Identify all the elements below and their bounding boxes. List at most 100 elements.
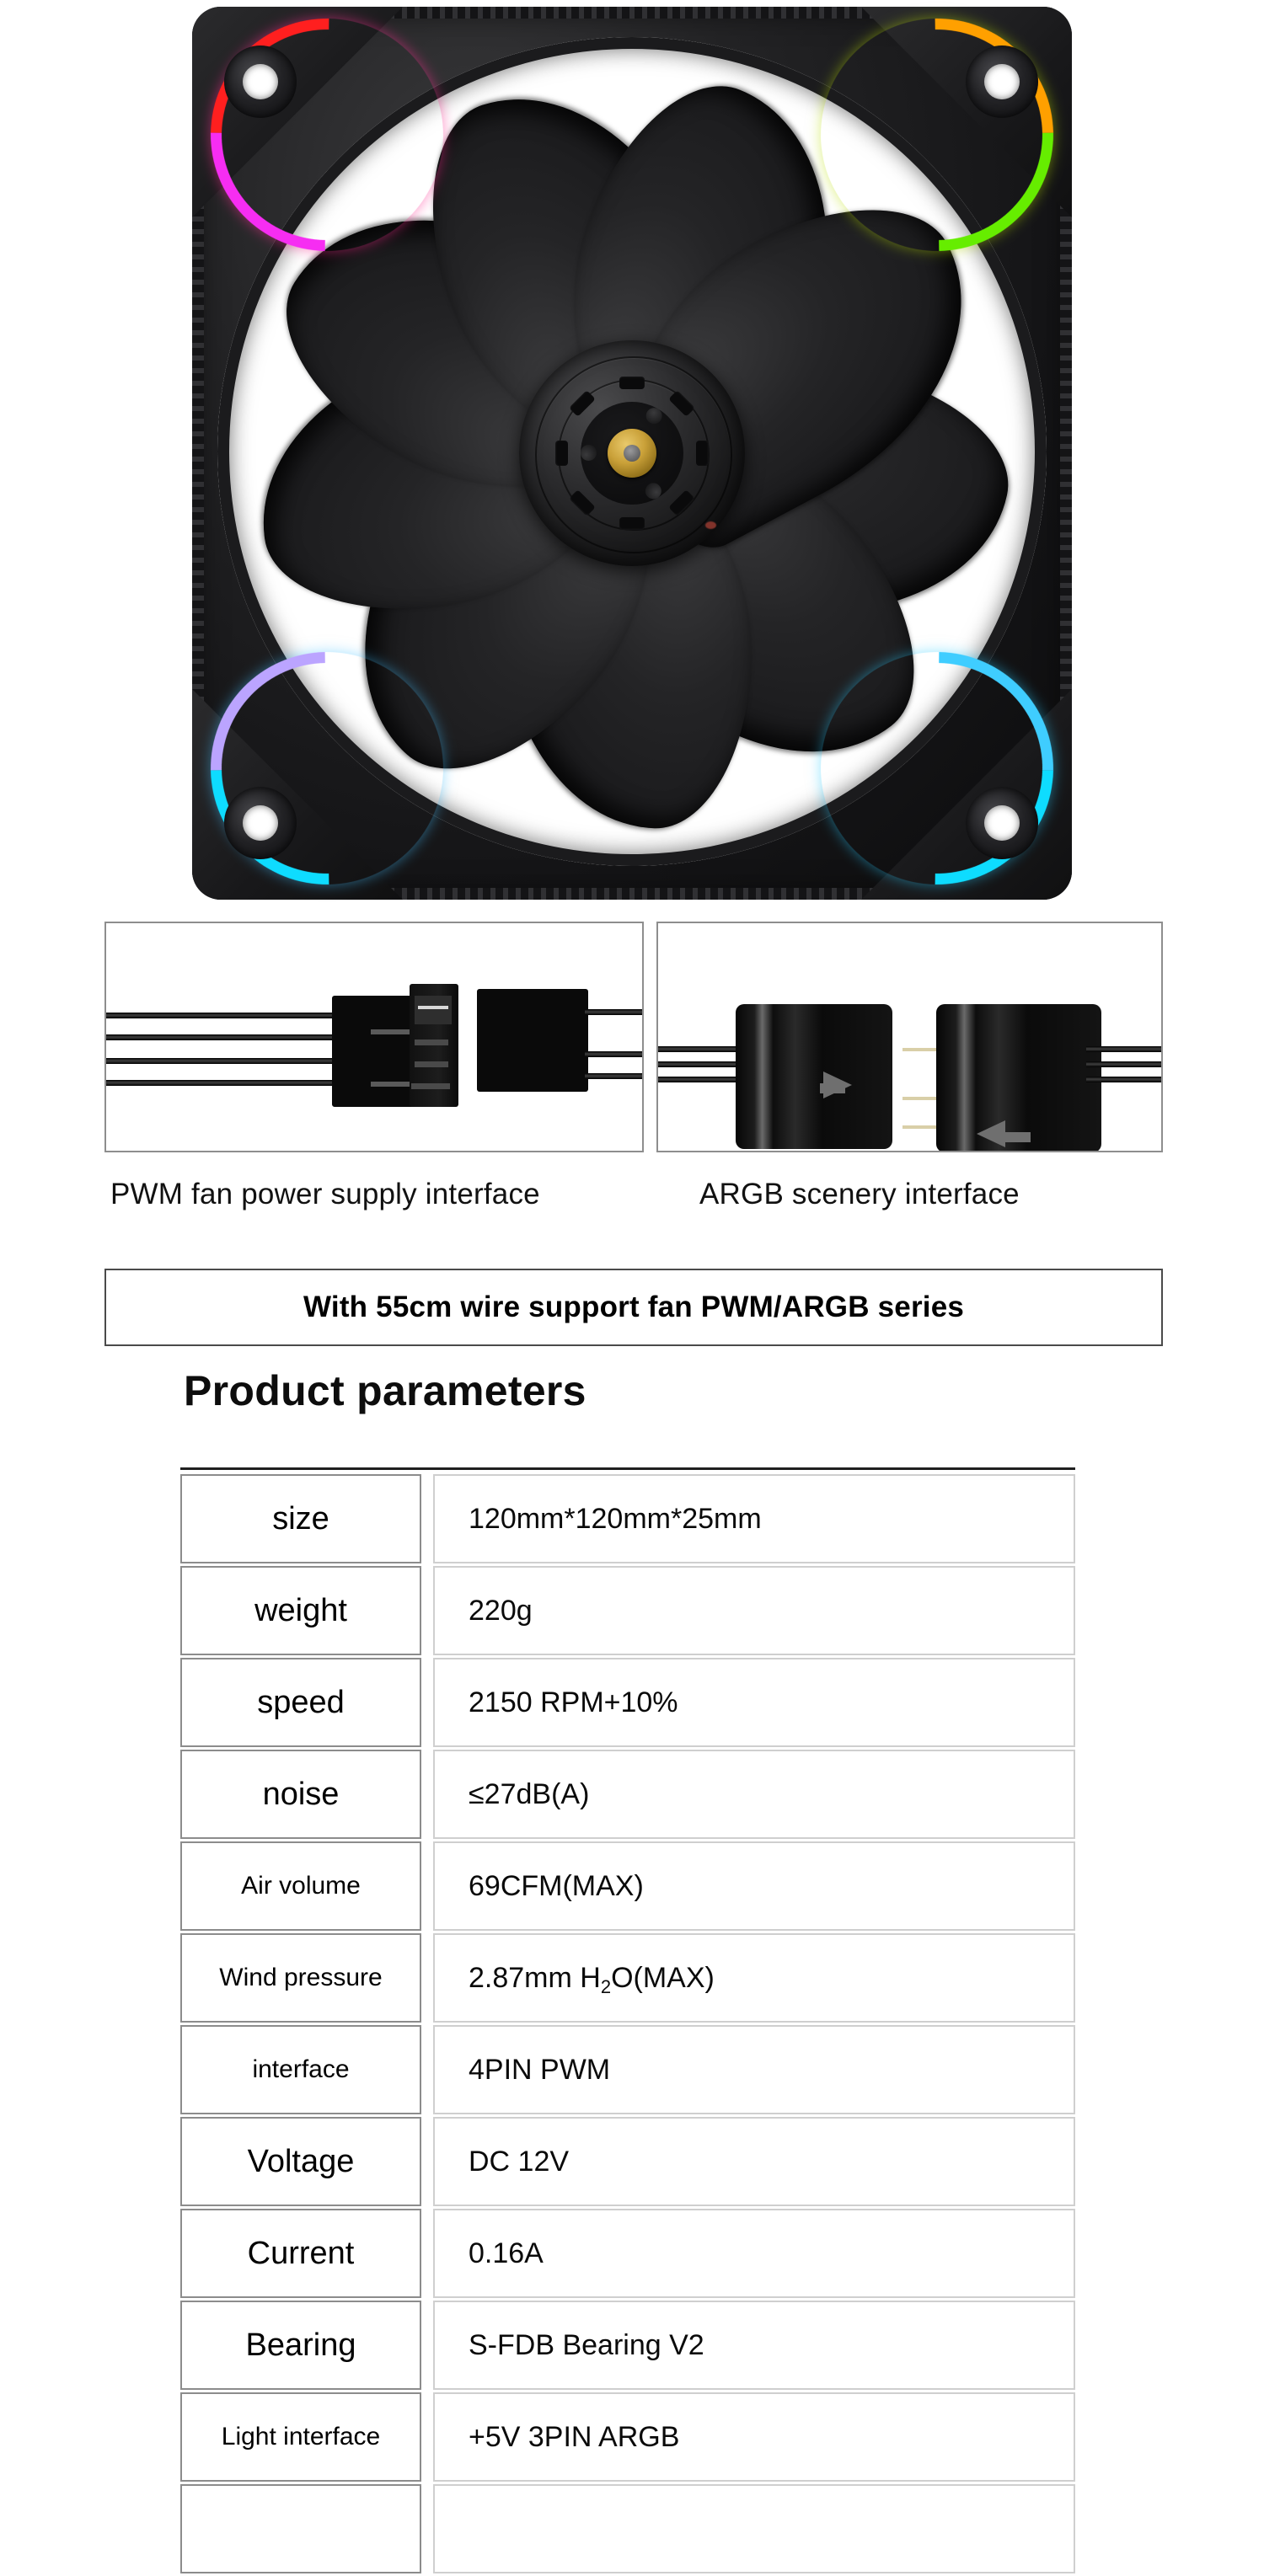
- pwm-wire-1: [106, 1013, 339, 1018]
- param-value-label: S-FDB Bearing V2: [469, 2328, 704, 2361]
- param-key-cell: size: [180, 1474, 421, 1563]
- param-key-label: size: [272, 1500, 329, 1537]
- argb-connector-caption: ARGB scenery interface: [699, 1178, 1020, 1211]
- param-value-label: 69CFM(MAX): [469, 1869, 644, 1902]
- param-key-cell: [180, 2484, 421, 2573]
- param-key-cell: interface: [180, 2025, 421, 2114]
- param-value-label: 0.16A: [469, 2237, 544, 2269]
- frame-serration-top: [369, 7, 895, 19]
- frame-serration-left: [192, 184, 204, 723]
- product-photo: [0, 0, 1264, 933]
- pwm-rib-3: [411, 1083, 450, 1089]
- param-key-cell: Current: [180, 2209, 421, 2298]
- mounting-hole-top-left: [224, 45, 297, 118]
- pwm-out-wire-2: [585, 1051, 642, 1057]
- param-key-cell: weight: [180, 1566, 421, 1655]
- fan-hub: [519, 340, 745, 566]
- pwm-rib-1: [415, 1039, 448, 1045]
- pwm-wire-3: [106, 1058, 339, 1064]
- hub-marker-dot: [705, 521, 716, 529]
- connector-diagrams: [0, 922, 1264, 1157]
- param-value-cell: 220g: [433, 1566, 1075, 1655]
- argb-connector-panel: [656, 922, 1163, 1152]
- param-key-label: Voltage: [247, 2143, 355, 2179]
- param-key-label: Current: [247, 2235, 355, 2271]
- table-row: noise ≤27dB(A): [180, 1750, 1075, 1839]
- pwm-out-wire-1: [585, 1009, 642, 1015]
- param-value-cell: DC 12V: [433, 2117, 1075, 2206]
- param-key-label: Air volume: [241, 1872, 361, 1900]
- argb-out-wire-2: [1086, 1061, 1161, 1067]
- hub-vent-slot: [619, 517, 645, 530]
- pwm-male-shroud-icon: [410, 984, 458, 1107]
- param-key-label: Bearing: [245, 2327, 356, 2363]
- pwm-rib-2: [415, 1061, 448, 1067]
- hub-vent-slot: [619, 377, 645, 389]
- brass-nut-icon: [608, 429, 656, 478]
- table-row: Current 0.16A: [180, 2209, 1075, 2298]
- pwm-notch-bottom: [371, 1082, 423, 1087]
- argb-pin-3: [902, 1125, 936, 1129]
- param-key-cell: Wind pressure: [180, 1933, 421, 2023]
- table-row: size 120mm*120mm*25mm: [180, 1474, 1075, 1563]
- param-value-label: 2150 RPM+10%: [469, 1686, 678, 1718]
- param-value-label: 2.87mm H2O(MAX): [469, 1961, 715, 1997]
- pwm-notch-top: [371, 1029, 423, 1034]
- param-value-cell: S-FDB Bearing V2: [433, 2301, 1075, 2390]
- hub-screw: [581, 445, 597, 461]
- param-value-label: ≤27dB(A): [469, 1777, 590, 1810]
- table-row: Air volume 69CFM(MAX): [180, 1841, 1075, 1931]
- fan-frame: [162, 0, 1102, 933]
- argb-pin-1: [902, 1048, 936, 1051]
- param-value-label: 120mm*120mm*25mm: [469, 1502, 762, 1535]
- pwm-wire-2: [106, 1034, 339, 1040]
- param-value-cell: ≤27dB(A): [433, 1750, 1075, 1839]
- params-divider: [180, 1467, 1075, 1470]
- param-key-label: interface: [252, 2055, 350, 2083]
- param-key-label: noise: [262, 1776, 340, 1812]
- table-row: Voltage DC 12V: [180, 2117, 1075, 2206]
- mounting-hole-top-right: [966, 45, 1038, 118]
- arrow-left-shaft: [1005, 1132, 1031, 1142]
- table-row: speed 2150 RPM+10%: [180, 1658, 1075, 1747]
- hub-vent-slot: [555, 441, 568, 466]
- frame-serration-bottom: [369, 888, 895, 900]
- argb-female-plug-icon: [936, 1004, 1101, 1151]
- param-value-label: 4PIN PWM: [469, 2053, 611, 2086]
- param-value-cell: 2.87mm H2O(MAX): [433, 1933, 1075, 2023]
- param-value-cell: 2150 RPM+10%: [433, 1658, 1075, 1747]
- param-key-label: weight: [254, 1592, 347, 1628]
- hub-vent-slot: [696, 441, 709, 466]
- hub-ring-outer: [535, 356, 732, 553]
- pwm-out-wire-3: [585, 1073, 642, 1079]
- table-row: Light interface +5V 3PIN ARGB: [180, 2392, 1075, 2482]
- wire-support-banner-text: With 55cm wire support fan PWM/ARGB seri…: [303, 1291, 965, 1323]
- mounting-hole-bottom-left: [224, 787, 297, 859]
- argb-wire-3: [658, 1077, 741, 1082]
- arrow-right-shaft: [820, 1083, 845, 1093]
- param-key-cell: speed: [180, 1658, 421, 1747]
- table-row: interface 4PIN PWM: [180, 2025, 1075, 2114]
- argb-out-wire-3: [1086, 1077, 1161, 1082]
- param-key-cell: Bearing: [180, 2301, 421, 2390]
- page-title: Product parameters: [184, 1367, 586, 1414]
- argb-pin-2: [902, 1097, 936, 1100]
- param-key-cell: Voltage: [180, 2117, 421, 2206]
- param-value-cell: 4PIN PWM: [433, 2025, 1075, 2114]
- argb-male-plug-icon: [736, 1004, 892, 1149]
- wire-support-banner: With 55cm wire support fan PWM/ARGB seri…: [104, 1269, 1163, 1346]
- param-key-label: Wind pressure: [219, 1964, 383, 1991]
- table-row: Bearing S-FDB Bearing V2: [180, 2301, 1075, 2390]
- param-value-cell: [433, 2484, 1075, 2573]
- mounting-hole-bottom-right: [966, 787, 1038, 859]
- arrow-left-icon: [977, 1120, 1005, 1147]
- param-value-label: +5V 3PIN ARGB: [469, 2420, 680, 2453]
- param-key-label: Light interface: [221, 2423, 381, 2450]
- param-value-label: DC 12V: [469, 2145, 570, 2178]
- param-key-label: speed: [257, 1684, 345, 1720]
- argb-wire-2: [658, 1061, 741, 1067]
- table-row-partial: [180, 2484, 1075, 2573]
- parameters-table: size 120mm*120mm*25mm weight 220g speed 2150 …: [180, 1474, 1075, 2576]
- pwm-keyway: [415, 996, 452, 1024]
- param-value-cell: 0.16A: [433, 2209, 1075, 2298]
